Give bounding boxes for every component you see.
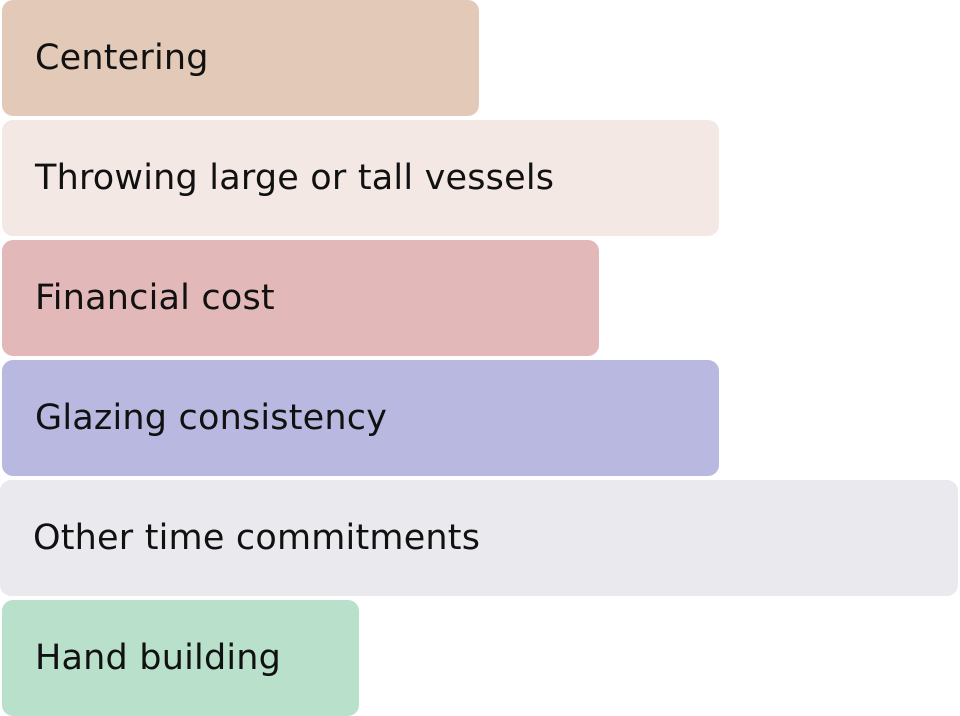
bar: Financial cost [2,240,599,356]
bar: Glazing consistency [2,360,719,476]
bar-label: Throwing large or tall vessels [35,158,555,198]
bar-label: Hand building [35,638,282,678]
bar-label: Glazing consistency [35,398,388,438]
bar: Centering [2,0,479,116]
bar-label: Other time commitments [33,518,481,558]
bar: Other time commitments [0,480,958,596]
bar: Throwing large or tall vessels [2,120,719,236]
bar-label: Financial cost [35,278,275,318]
bar-label: Centering [35,38,209,78]
bar: Hand building [2,600,359,716]
